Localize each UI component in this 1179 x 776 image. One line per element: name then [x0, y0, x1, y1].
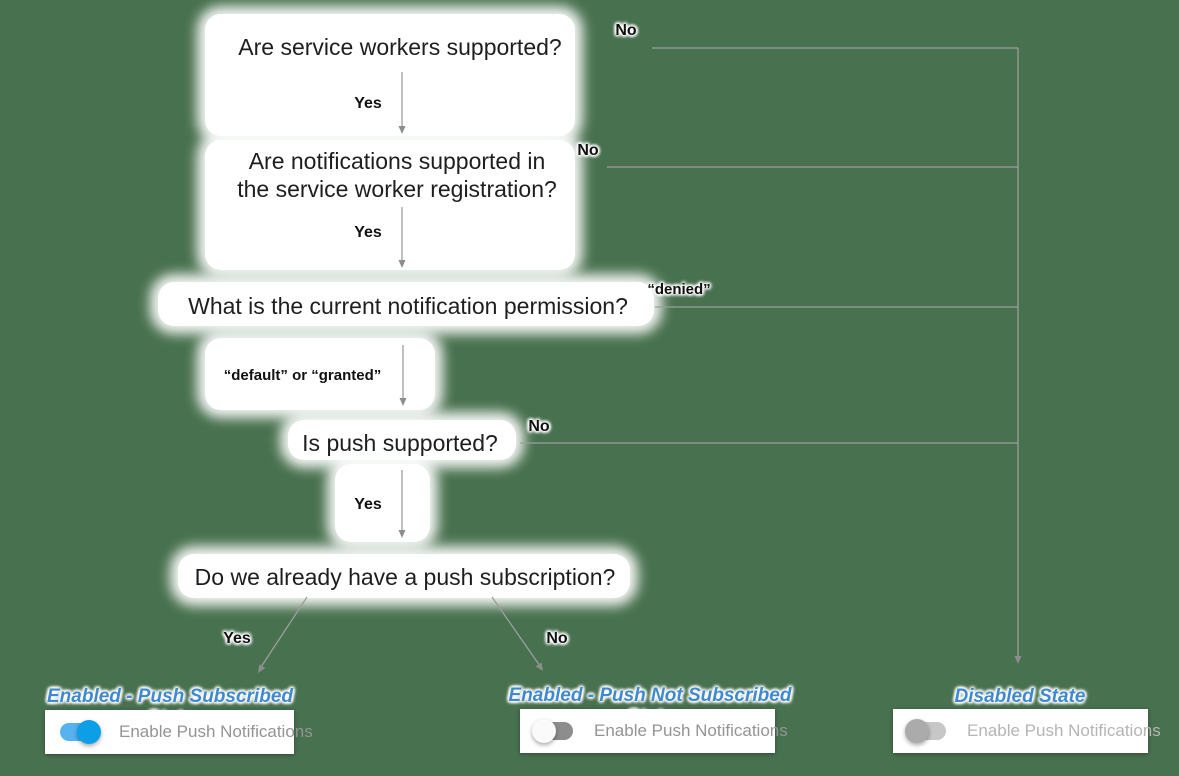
white-backdrop	[288, 420, 516, 460]
question-text: Is push supported?	[302, 430, 498, 456]
toggle-knob	[905, 719, 929, 743]
question-text: What is the current notification permiss…	[188, 293, 628, 319]
question-notifications-supported: Are notifications supported in the servi…	[217, 147, 577, 203]
label-q1-no: No	[615, 22, 637, 39]
push-card-disabled: Enable Push Notifications	[893, 709, 1161, 753]
question-push-subscription: Do we already have a push subscription?	[185, 563, 625, 591]
card-label: Enable Push Notifications	[594, 721, 788, 740]
question-text: Are notifications supported in	[248, 148, 546, 174]
card-label: Enable Push Notifications	[119, 722, 313, 741]
white-backdrop	[158, 282, 654, 326]
state-title-disabled: Disabled State	[954, 686, 1086, 707]
label-q5-yes: Yes	[223, 630, 251, 647]
question-text: Are service workers supported?	[238, 34, 562, 60]
white-backdrop	[178, 554, 630, 598]
white-backdrop	[205, 338, 435, 410]
question-notification-permission: What is the current notification permiss…	[158, 292, 658, 320]
label-q2-no: No	[577, 142, 599, 159]
white-backdrop	[335, 464, 430, 542]
label-q2-yes: Yes	[354, 224, 382, 241]
label-q1-yes: Yes	[354, 95, 382, 112]
white-backdrop	[205, 140, 575, 270]
label-q3-default-granted: “default” or “granted”	[223, 367, 382, 384]
toggle-knob	[532, 719, 556, 743]
push-card-not-subscribed: Enable Push Notifications	[520, 709, 788, 753]
card-label: Enable Push Notifications	[967, 721, 1161, 740]
label-q5-no: No	[546, 630, 568, 647]
label-q3-denied: “denied”	[647, 281, 711, 298]
push-card-subscribed: Enable Push Notifications	[45, 710, 313, 754]
question-push-supported: Is push supported?	[300, 429, 500, 457]
toggle-disabled-icon	[905, 718, 949, 744]
toggle-on-icon[interactable]	[57, 719, 101, 745]
question-service-workers: Are service workers supported?	[200, 33, 600, 61]
toggle-off-icon[interactable]	[532, 718, 576, 744]
label-q4-yes: Yes	[354, 496, 382, 513]
question-text: the service worker registration?	[237, 176, 557, 202]
toggle-knob	[77, 720, 101, 744]
white-backdrop	[205, 14, 575, 136]
arrowhead-icon	[258, 126, 1022, 673]
question-text: Do we already have a push subscription?	[194, 564, 616, 590]
label-q4-no: No	[528, 418, 550, 435]
